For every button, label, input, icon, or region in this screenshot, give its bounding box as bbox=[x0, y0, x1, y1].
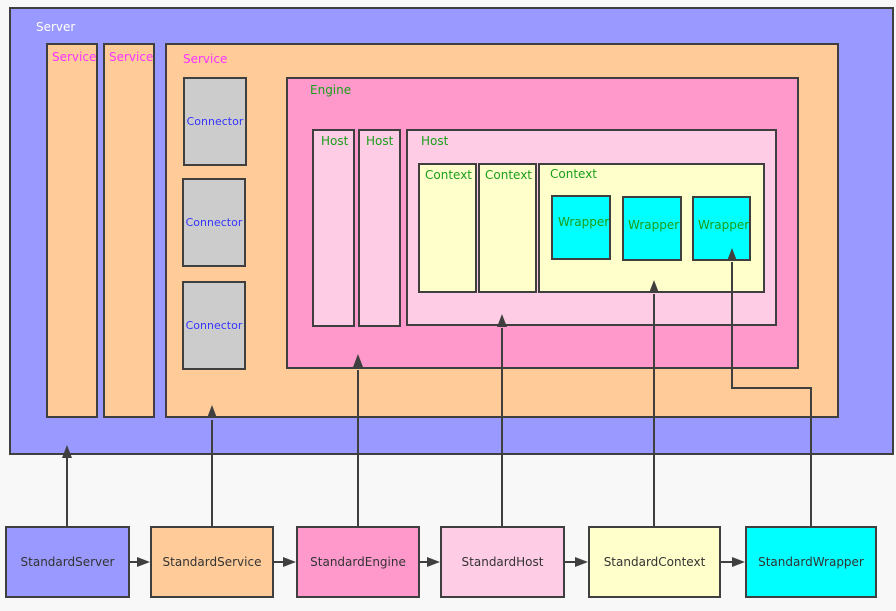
context-label: Context bbox=[550, 167, 598, 181]
wrapper-label: Wrapper bbox=[558, 215, 610, 229]
wrapper-1: Wrapper bbox=[551, 195, 611, 260]
arrowhead-icon bbox=[427, 557, 440, 567]
service-container-2: Service bbox=[103, 43, 155, 418]
engine-label: Engine bbox=[310, 83, 352, 97]
service-label: Service bbox=[52, 50, 97, 64]
connector-2: Connector bbox=[182, 178, 246, 267]
standard-server-box: StandardServer bbox=[5, 526, 130, 598]
wrapper-label: Wrapper bbox=[628, 218, 680, 232]
connector-1: Connector bbox=[183, 77, 247, 166]
host-label: Host bbox=[321, 134, 349, 148]
service-label: Service bbox=[183, 52, 228, 66]
standard-context-label: StandardContext bbox=[603, 555, 706, 569]
arrowhead-icon bbox=[575, 557, 588, 567]
standard-wrapper-box: StandardWrapper bbox=[745, 526, 877, 598]
connector-3: Connector bbox=[182, 281, 246, 370]
standard-service-label: StandardService bbox=[162, 555, 262, 569]
wrapper-3: Wrapper bbox=[692, 196, 751, 261]
service-label: Service bbox=[109, 50, 154, 64]
service-container-1: Service bbox=[46, 43, 98, 418]
host-label: Host bbox=[421, 134, 449, 148]
context-container-1: Context bbox=[418, 163, 477, 293]
connector-label: Connector bbox=[185, 319, 243, 332]
arrowhead-icon bbox=[283, 557, 296, 567]
standard-service-box: StandardService bbox=[150, 526, 274, 598]
standard-host-box: StandardHost bbox=[440, 526, 565, 598]
wrapper-2: Wrapper bbox=[622, 196, 682, 261]
standard-host-label: StandardHost bbox=[461, 555, 544, 569]
context-label: Context bbox=[425, 168, 473, 182]
host-container-2: Host bbox=[358, 129, 401, 327]
context-label: Context bbox=[485, 168, 533, 182]
standard-engine-box: StandardEngine bbox=[296, 526, 420, 598]
standard-server-label: StandardServer bbox=[20, 555, 115, 569]
host-label: Host bbox=[366, 134, 394, 148]
context-container-2: Context bbox=[478, 163, 537, 293]
wrapper-label: Wrapper bbox=[698, 218, 750, 232]
standard-context-box: StandardContext bbox=[588, 526, 721, 598]
arrowhead-icon bbox=[732, 557, 745, 567]
connector-label: Connector bbox=[186, 115, 244, 128]
host-container-1: Host bbox=[312, 129, 355, 327]
arrowhead-icon bbox=[137, 557, 150, 567]
standard-wrapper-label: StandardWrapper bbox=[758, 555, 864, 569]
connector-label: Connector bbox=[185, 216, 243, 229]
server-label: Server bbox=[36, 20, 76, 34]
standard-engine-label: StandardEngine bbox=[310, 555, 406, 569]
